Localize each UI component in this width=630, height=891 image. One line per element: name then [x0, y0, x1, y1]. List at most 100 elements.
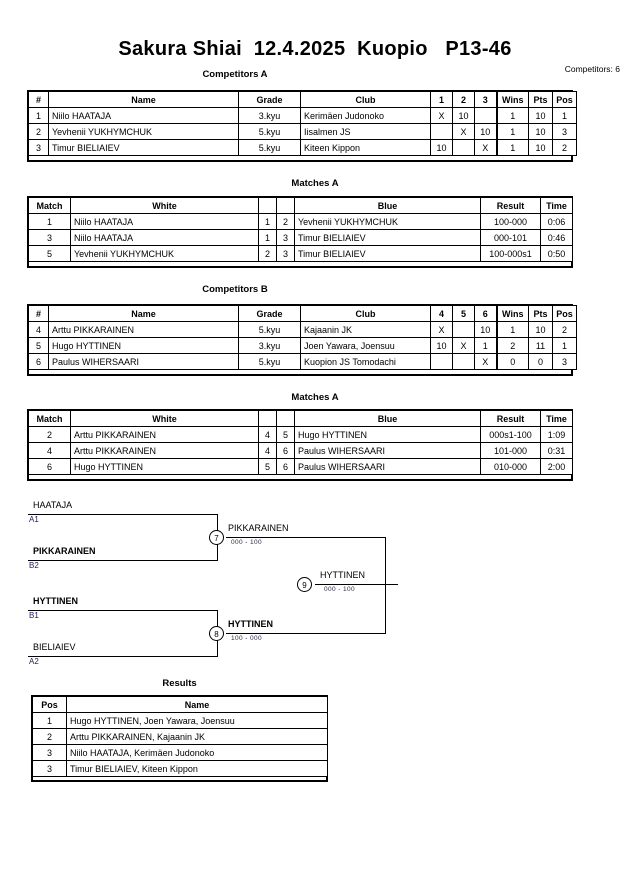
cell-pos: 1: [32, 712, 67, 729]
col-name: Name: [48, 91, 239, 108]
col-pts: Pts: [528, 91, 553, 108]
cell-num: 2: [28, 123, 49, 140]
cell-grade: 5.kyu: [238, 139, 301, 156]
cell-match: 3: [28, 229, 71, 246]
competitors-count-label: Competitors: 6: [564, 64, 620, 74]
cell-time: 0:31: [540, 442, 573, 459]
cell-pos: 3: [552, 123, 577, 140]
col-m5: 5: [452, 305, 475, 322]
cell-pts: 0: [528, 353, 553, 370]
cell-time: 0:06: [540, 213, 573, 230]
cell-name: Hugo HYTTINEN, Joen Yawara, Joensuu: [66, 712, 328, 729]
bracket-entry-seed-1: A1: [29, 515, 39, 524]
cell-club: Kerimäen Judonoko: [300, 107, 431, 124]
col-blue-num: [276, 197, 295, 214]
table-row: 3 Niilo HAATAJA, Kerimäen Judonoko: [32, 744, 328, 761]
table-row: 1 Niilo HAATAJA 1 2 Yevhenii YUKHYMCHUK …: [28, 213, 573, 230]
col-m3: 3: [474, 91, 497, 108]
col-blue-num: [276, 410, 295, 427]
cell-m4: [430, 353, 453, 370]
cell-white-num: 5: [258, 458, 277, 475]
cell-pos: 1: [552, 337, 577, 354]
cell-m3: [474, 107, 497, 124]
table-header-row: Pos Name: [32, 696, 328, 713]
cell-match: 5: [28, 245, 71, 262]
cell-white-num: 1: [258, 213, 277, 230]
bracket-entry-name-3: HYTTINEN: [33, 596, 78, 606]
cell-blue: Hugo HYTTINEN: [294, 426, 481, 443]
cell-result: 100-000s1: [480, 245, 541, 262]
cell-pos: 3: [552, 353, 577, 370]
cell-blue: Paulus WIHERSAARI: [294, 458, 481, 475]
cell-pts: 10: [528, 107, 553, 124]
col-club: Club: [300, 305, 431, 322]
cell-white: Hugo HYTTINEN: [70, 458, 259, 475]
col-pts: Pts: [528, 305, 553, 322]
cell-num: 1: [28, 107, 49, 124]
col-wins: Wins: [495, 305, 529, 322]
cell-m1: 10: [430, 139, 453, 156]
bracket-node-7-score: 000 - 100: [231, 539, 263, 546]
cell-wins: 0: [495, 353, 529, 370]
bracket-line-node-7: [226, 537, 386, 538]
cell-m5: [452, 321, 475, 338]
col-blue: Blue: [294, 197, 481, 214]
table-row: 6 Hugo HYTTINEN 5 6 Paulus WIHERSAARI 01…: [28, 458, 573, 475]
cell-white: Arttu PIKKARAINEN: [70, 426, 259, 443]
cell-m5: [452, 353, 475, 370]
cell-m1: X: [430, 107, 453, 124]
cell-blue: Timur BIELIAIEV: [294, 229, 481, 246]
cell-name: Niilo HAATAJA, Kerimäen Judonoko: [66, 744, 328, 761]
cell-wins: 1: [495, 107, 529, 124]
cell-time: 2:00: [540, 458, 573, 475]
bracket-entry-name-1: HAATAJA: [33, 500, 73, 510]
cell-num: 6: [28, 353, 49, 370]
table-row: 6 Paulus WIHERSAARI 5.kyu Kuopion JS Tom…: [28, 353, 577, 370]
cell-num: 5: [28, 337, 49, 354]
bracket-entry-seed-4: A2: [29, 657, 39, 666]
cell-blue-num: 3: [276, 245, 295, 262]
cell-name: Timur BIELIAIEV: [48, 139, 239, 156]
cell-time: 0:50: [540, 245, 573, 262]
col-num: #: [28, 91, 49, 108]
bracket-node-8-score: 100 - 000: [231, 635, 263, 642]
table-header-row: # Name Grade Club 1 2 3 Wins Pts Pos: [28, 91, 577, 108]
cell-m4: X: [430, 321, 453, 338]
matches-a-2-table: Match White Blue Result Time 2 Arttu PIK…: [28, 410, 573, 475]
bracket-connector-9: [385, 537, 386, 634]
cell-pts: 11: [528, 337, 553, 354]
cell-result: 101-000: [480, 442, 541, 459]
cell-name: Arttu PIKKARAINEN: [48, 321, 239, 338]
caption-matches-a-2: Matches A: [291, 392, 339, 403]
table-row: 3 Timur BIELIAIEV 5.kyu Kiteen Kippon 10…: [28, 139, 577, 156]
cell-grade: 3.kyu: [238, 107, 301, 124]
cell-match: 6: [28, 458, 71, 475]
bracket-entry-name-2: PIKKARAINEN: [33, 546, 96, 556]
page-title: Sakura Shiai 12.4.2025 Kuopio P13-46: [118, 38, 512, 60]
table-row: 4 Arttu PIKKARAINEN 4 6 Paulus WIHERSAAR…: [28, 442, 573, 459]
cell-m5: X: [452, 337, 475, 354]
cell-blue-num: 6: [276, 458, 295, 475]
bracket-entry-seed-2: B2: [29, 561, 39, 570]
cell-time: 0:46: [540, 229, 573, 246]
col-blue: Blue: [294, 410, 481, 427]
bracket-line-node-8: [226, 633, 386, 634]
col-pos: Pos: [552, 91, 577, 108]
table-row: 1 Niilo HAATAJA 3.kyu Kerimäen Judonoko …: [28, 107, 577, 124]
cell-name: Yevhenii YUKHYMCHUK: [48, 123, 239, 140]
cell-pts: 10: [528, 139, 553, 156]
cell-match: 4: [28, 442, 71, 459]
bracket-entry-name-4: BIELIAIEV: [33, 642, 76, 652]
col-name: Name: [66, 696, 328, 713]
bracket-line-entry-4: [28, 656, 218, 657]
results-table: Pos Name 1 Hugo HYTTINEN, Joen Yawara, J…: [32, 696, 328, 777]
cell-white: Niilo HAATAJA: [70, 213, 259, 230]
table-row: 2 Yevhenii YUKHYMCHUK 5.kyu Iisalmen JS …: [28, 123, 577, 140]
col-white: White: [70, 410, 259, 427]
col-result: Result: [480, 197, 541, 214]
cell-white-num: 1: [258, 229, 277, 246]
cell-grade: 5.kyu: [238, 321, 301, 338]
cell-name: Hugo HYTTINEN: [48, 337, 239, 354]
col-white-num: [258, 410, 277, 427]
cell-blue-num: 3: [276, 229, 295, 246]
